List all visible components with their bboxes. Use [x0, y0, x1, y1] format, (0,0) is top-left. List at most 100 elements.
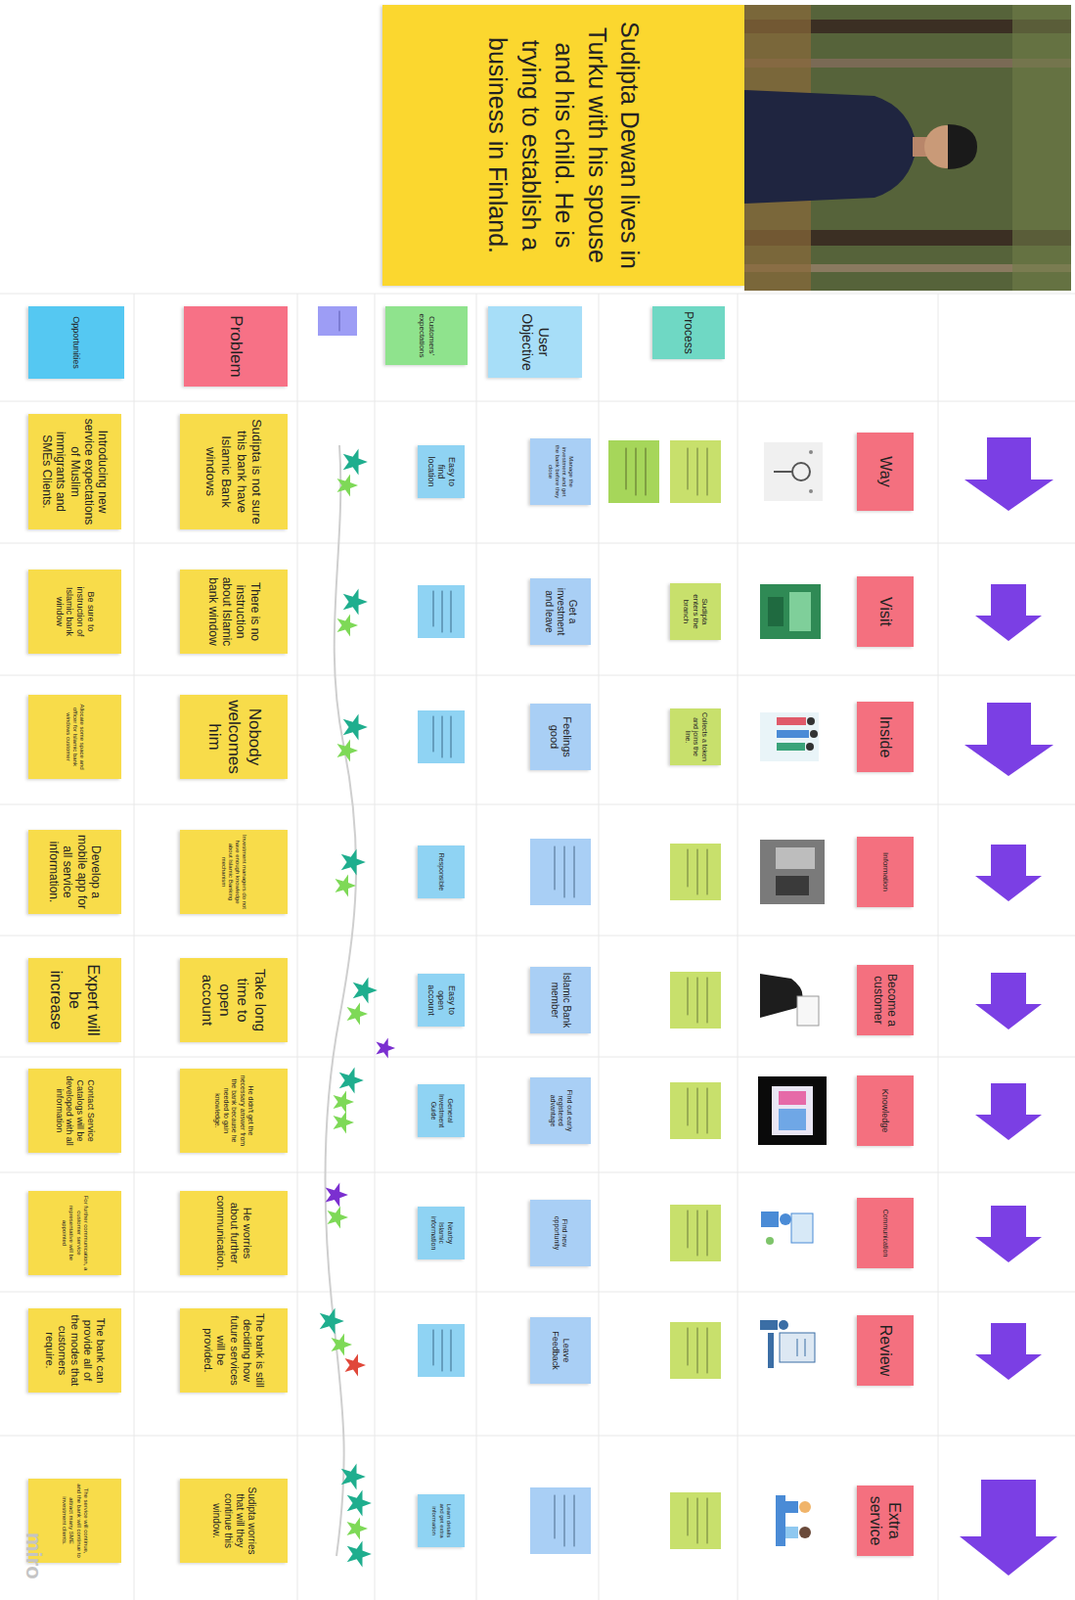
problem-sticky: He didn't get the necessary answer from …: [179, 1068, 288, 1153]
process-sticky: [670, 1321, 721, 1379]
sticky-text: Sudipta is not sure this bank have Islam…: [203, 417, 265, 526]
stage-sticky: Way: [856, 432, 914, 511]
problem-sticky: There is no instruction about Islamic ba…: [179, 569, 288, 654]
review-icon: [760, 1319, 815, 1368]
stage-sticky: Become a customer: [856, 964, 914, 1035]
people-icon: [760, 712, 819, 762]
stage-icons: [758, 442, 827, 1546]
sticky-text: Find out early registered advantage: [547, 1080, 573, 1140]
sticky-text: Customers' expectations: [416, 309, 436, 362]
problem-sticky: Sudipta worries that will they continue …: [179, 1478, 288, 1563]
sticky-text: Leave Feedback: [549, 1320, 572, 1380]
sticky-text: Review: [875, 1324, 895, 1376]
row-header: Problem: [183, 306, 288, 387]
opportunity-sticky: Contact Service Catalogs will be develop…: [28, 1068, 122, 1153]
communication-icon: [761, 1210, 813, 1245]
sticky-text: Easy to find location: [425, 448, 457, 494]
sticky-text: Introducing new service expectations of …: [40, 417, 111, 526]
process-sticky: [670, 1204, 721, 1261]
process-sticky: Collects a token and joins the line.: [670, 708, 721, 765]
sticky-text: Sudipta worries that will they continue …: [210, 1481, 258, 1559]
star: [333, 1111, 356, 1134]
sticky-text: There is no instruction about Islamic ba…: [205, 573, 263, 650]
star: [343, 588, 368, 616]
star: [347, 1489, 372, 1517]
sticky-text: General Investment Guide: [428, 1087, 453, 1133]
expectation-sticky: Nearby Islamic information: [417, 1206, 465, 1259]
star: [335, 874, 358, 897]
sticky-text: Expert will be increase: [46, 961, 104, 1038]
objective-sticky: [530, 1486, 591, 1554]
emotion-header-sticky: [317, 306, 358, 336]
stage-arrow: [975, 583, 1042, 641]
star: [339, 1067, 364, 1094]
objective-sticky: Islamic Bank member: [530, 966, 591, 1033]
journey-arrows: [959, 437, 1058, 1575]
stage-sticky: Review: [856, 1314, 914, 1386]
star: [353, 977, 378, 1004]
sticky-text: Feelings good: [547, 707, 574, 766]
sticky-text: Contact Service Catalogs will be develop…: [53, 1072, 96, 1149]
sticky-text: Learn details and get extra information: [430, 1497, 452, 1543]
star: [347, 1002, 369, 1026]
star: [341, 1463, 366, 1490]
watermark: miro: [20, 1531, 46, 1579]
sticky-text: Allocate some space and officer for Isla…: [64, 698, 87, 775]
process-sticky: [670, 843, 721, 900]
sticky-text: Collects a token and joins the line.: [682, 712, 708, 762]
blank-stickies: [317, 306, 721, 1554]
sticky-text: Manage the investment and get the bank b…: [546, 442, 576, 501]
stage-sticky: Information: [856, 836, 914, 907]
expectation-sticky: Easy to find location: [417, 445, 465, 498]
sticky-text: Nobody welcomes him: [203, 698, 264, 775]
card-hand-photo: [760, 970, 823, 1030]
objective-sticky: Feelings good: [530, 703, 591, 770]
stage-sticky: Inside: [856, 701, 914, 772]
sticky-text: Information: [880, 851, 891, 892]
star: [343, 714, 368, 741]
sticky-text: Extra service: [866, 1488, 904, 1552]
sticky-text: Islamic Bank member: [548, 970, 573, 1030]
process-sticky: Sudipta enters the branch: [670, 582, 721, 640]
sticky-text: Visit: [875, 596, 895, 627]
sticky-text: He worries about further communication.: [214, 1194, 254, 1271]
sticky-text: Process: [681, 311, 696, 354]
star: [345, 1353, 367, 1377]
persona-photo: [744, 4, 1072, 291]
stage-arrow: [975, 972, 1042, 1030]
sticky-text: Communication: [881, 1209, 890, 1257]
sticky-text: The bank can provide all of the modes th…: [43, 1311, 108, 1389]
star: [375, 1036, 396, 1058]
branch-photo: [760, 583, 821, 639]
sticky-text: Way: [875, 455, 895, 487]
row-header: Opportunities: [28, 306, 125, 379]
opportunity-sticky: The bank can provide all of the modes th…: [28, 1307, 122, 1392]
emotion-stars: [319, 448, 396, 1568]
opportunity-sticky: Be sure to instruction of Islamic bank w…: [28, 569, 122, 654]
grid-lines: [0, 293, 1075, 1600]
row-header: Process: [652, 306, 725, 359]
star: [341, 849, 366, 876]
sticky-text: Develop a mobile app for all service inf…: [46, 833, 104, 910]
stage-arrow: [975, 1322, 1042, 1380]
sticky-text: He didn't get the necessary answer from …: [213, 1072, 255, 1149]
knowledge-image: [758, 1075, 827, 1145]
expectation-sticky: [417, 710, 465, 763]
sticky-text: Opportunities: [71, 315, 83, 369]
emotion-curve: [325, 445, 357, 1556]
sticky-text: Investment managers do not have enough k…: [220, 833, 249, 910]
star: [337, 739, 359, 762]
sticky-text: The bank is still deciding how future se…: [201, 1311, 267, 1389]
problem-sticky: The bank is still deciding how future se…: [179, 1307, 288, 1392]
process-sticky: [670, 1081, 721, 1139]
objective-sticky: Find new opportunity: [530, 1199, 591, 1266]
star: [347, 1517, 369, 1540]
person-beanie: [947, 124, 978, 170]
expectation-sticky: [417, 584, 465, 638]
problem-sticky: Nobody welcomes him: [179, 694, 288, 779]
stage-sticky: Knowledge: [856, 1075, 914, 1146]
expectation-sticky: [417, 1323, 465, 1377]
star: [337, 614, 359, 637]
opportunity-sticky: Expert will be increase: [28, 957, 122, 1042]
